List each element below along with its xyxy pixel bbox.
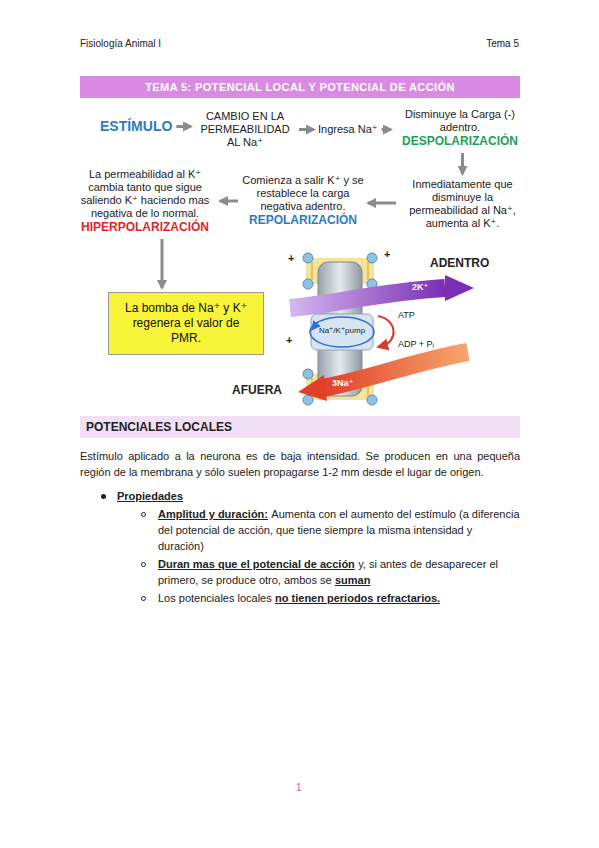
region-label: AFUERA <box>232 384 282 397</box>
node-heading: REPOLARIZACIÓN <box>242 213 364 228</box>
running-header: Fisiología Animal I <box>80 38 161 49</box>
atp-arrow <box>378 316 394 346</box>
flow-arrow <box>176 125 191 128</box>
section-band: POTENCIALES LOCALES <box>80 416 520 438</box>
charge-sign: + <box>288 252 294 264</box>
lipid-tail <box>311 262 313 280</box>
sodium-arrow-head <box>298 375 327 401</box>
lipid-head <box>367 253 377 263</box>
flow-step: Ingresa Na⁺ <box>318 123 378 136</box>
flow-arrow <box>299 128 314 131</box>
page-title: TEMA 5: POTENCIAL LOCAL Y POTENCIAL DE A… <box>145 81 455 93</box>
emphasis-text: Propiedades <box>117 490 183 502</box>
node-heading: DESPOLARIZACIÓN <box>395 134 525 149</box>
text-section: Estímulo aplicado a la neurona es de baj… <box>80 448 520 606</box>
emphasis-text: suman <box>335 574 370 586</box>
title-band: TEMA 5: POTENCIAL LOCAL Y POTENCIAL DE A… <box>80 76 520 98</box>
flow-arrow <box>461 153 464 174</box>
bullet-marker <box>141 596 146 601</box>
list-item: Amplitud y duración:Aumenta con el aumen… <box>80 506 520 554</box>
energy-label: ATP <box>398 311 415 321</box>
sodium-arrow <box>322 352 468 388</box>
node-text: POTENCIALES LOCALES <box>86 416 514 438</box>
flow-arrow <box>368 202 396 205</box>
running-header: Tema 5 <box>486 38 519 49</box>
emphasis-text: Duran mas que el potencial de acción <box>158 558 355 570</box>
bullet-marker <box>101 494 106 499</box>
list-text: Los potenciales locales <box>158 592 272 604</box>
bullet-marker <box>141 512 146 517</box>
emphasis-text: Amplitud y duración: <box>158 508 268 520</box>
flow-arrow <box>220 200 238 203</box>
lipid-head <box>303 395 313 405</box>
ion-label: 3Na⁺ <box>332 379 353 389</box>
node-text: Ingresa Na⁺ <box>318 123 378 136</box>
lipid-head <box>367 395 377 405</box>
flow-step: Disminuye la Carga (-) adentro.DESPOLARI… <box>395 108 525 149</box>
node-text: CAMBIO EN LA PERMEABILIDAD AL Na⁺ <box>195 110 295 149</box>
potassium-arrow-head <box>445 275 474 301</box>
ion-label: 2K⁺ <box>412 283 428 293</box>
pump-label: Na⁺/K⁺pump <box>316 327 368 336</box>
flow-arrow <box>382 128 391 131</box>
stimulus-label: ESTÍMULO <box>100 118 172 135</box>
body-paragraph: Estímulo aplicado a la neurona es de baj… <box>80 448 520 480</box>
cycle-head <box>314 322 318 327</box>
node-text: La permeabilidad al K⁺ cambia tanto que … <box>74 168 216 220</box>
bullet-marker <box>141 562 146 567</box>
pump-core <box>311 314 373 350</box>
list-item: Duran mas que el potencial de accióny, s… <box>80 556 520 588</box>
list-item: Los potenciales localesno tienen periodo… <box>80 590 520 606</box>
lipid-head <box>303 253 313 263</box>
charge-sign: + <box>384 248 390 260</box>
flow-step: CAMBIO EN LA PERMEABILIDAD AL Na⁺ <box>195 110 295 149</box>
charge-sign: + <box>286 334 292 346</box>
node-heading: HIPERPOLARIZACIÓN <box>74 220 216 235</box>
flow-arrow <box>161 239 164 288</box>
node-text: La bomba de Na⁺ y K⁺ regenera el valor d… <box>117 301 255 346</box>
list-item: Propiedades <box>80 488 520 504</box>
energy-label: ADP + Pᵢ <box>398 340 434 350</box>
node-text: ESTÍMULO <box>100 118 172 135</box>
region-label: ADENTRO <box>430 257 489 270</box>
lipid-tail <box>367 262 369 280</box>
flow-step: Comienza a salir K⁺ y se restablece la c… <box>242 174 364 228</box>
node-text: Disminuye la Carga (-) adentro. <box>395 108 525 134</box>
pump-cycle <box>310 317 374 347</box>
lipid-head <box>303 369 313 379</box>
flow-step: La permeabilidad al K⁺ cambia tanto que … <box>74 168 216 235</box>
node-text: Inmediatamente que disminuye la permeabi… <box>400 178 525 230</box>
lipid-head <box>303 279 313 289</box>
highlight-box: La bomba de Na⁺ y K⁺ regenera el valor d… <box>108 292 264 355</box>
node-text: Comienza a salir K⁺ y se restablece la c… <box>242 174 364 213</box>
flow-step: Inmediatamente que disminuye la permeabi… <box>400 178 525 230</box>
emphasis-text: no tienen periodos refractarios. <box>275 592 440 604</box>
page-number: 1 <box>296 782 302 793</box>
